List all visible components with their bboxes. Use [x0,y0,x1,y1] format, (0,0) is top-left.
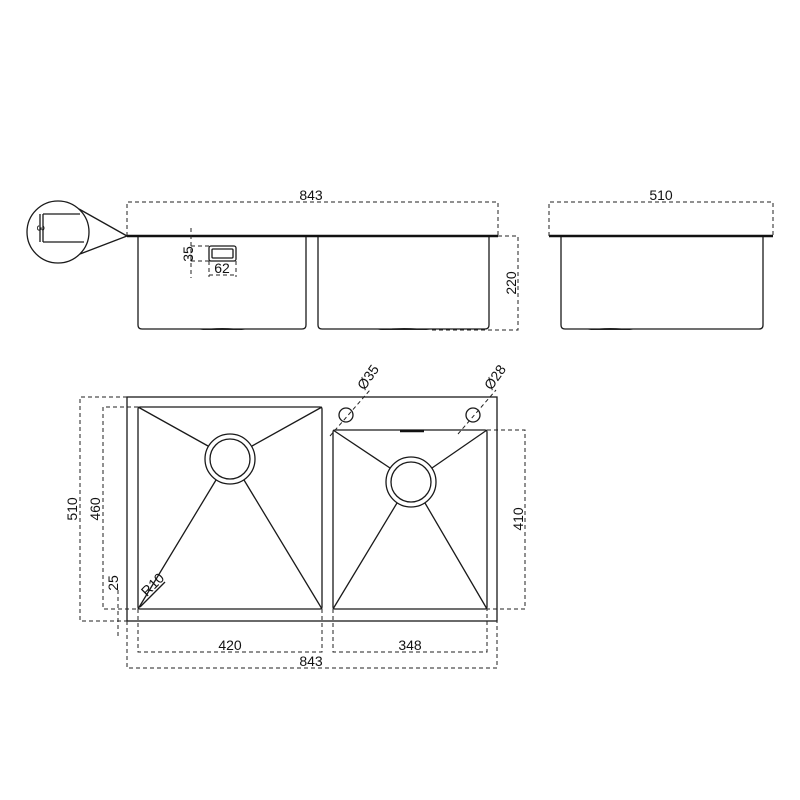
depth-460-dimension [102,406,138,610]
corner-radius-label: R10 [138,570,168,600]
overflow-width-dimension [208,261,237,277]
overflow-height-label: 35 [180,246,196,262]
width-348-dimension [332,609,488,653]
width-843-label: 843 [299,653,323,669]
tap-hole-left-label: Ø35 [354,362,382,393]
side-depth-label: 510 [649,187,673,203]
detail-thickness-label: 3 [34,225,46,231]
overflow-slot [208,245,237,262]
top-outer-rim [126,396,498,622]
depth-510-dimension [79,396,127,622]
tap-hole-right [465,407,481,423]
side-drain [588,328,633,330]
front-width-label: 843 [299,187,323,203]
depth-410-dimension [487,429,526,610]
left-drain-outer [204,433,256,485]
right-drain-outer [385,456,437,508]
tap-hole-left [338,407,354,423]
left-drain-inner [209,438,251,480]
width-420-dimension [137,609,323,653]
radius-leader [139,581,166,608]
front-view: 843 35 62 220 3 [26,187,519,331]
front-left-drain [200,328,245,330]
front-height-label: 220 [503,271,519,295]
front-left-bowl [137,237,307,330]
top-view: Ø35 Ø28 510 460 25 R10 410 420 348 843 [64,362,526,669]
front-width-dimension [126,201,499,236]
tap-hole-right-leader [457,389,497,435]
depth-410-label: 410 [510,507,526,531]
tap-hole-right-label: Ø28 [481,362,509,393]
front-right-bowl [317,237,490,330]
top-left-bowl [137,406,323,610]
left-bowl-slope-lines [137,406,323,610]
width-420-label: 420 [218,637,242,653]
rim-offset-label: 25 [105,575,121,591]
front-height-dimension [430,235,519,331]
side-depth-dimension [548,201,774,236]
detail-callout-circle [26,200,90,264]
side-bowl [560,237,764,330]
overflow-slot-inner [211,248,234,259]
front-right-drain [378,328,430,330]
detail-rim-section [42,213,84,243]
right-bowl-slope-lines [332,429,488,610]
tap-hole-left-leader [329,389,371,437]
detail-leader-top [78,208,128,237]
side-view: 510 [548,187,774,330]
width-843-dimension [126,621,498,669]
width-348-label: 348 [398,637,422,653]
right-drain-inner [390,461,432,503]
depth-460-label: 460 [87,497,103,521]
overflow-width-label: 62 [214,260,230,276]
depth-510-label: 510 [64,497,80,521]
detail-leader-bottom [79,235,128,255]
